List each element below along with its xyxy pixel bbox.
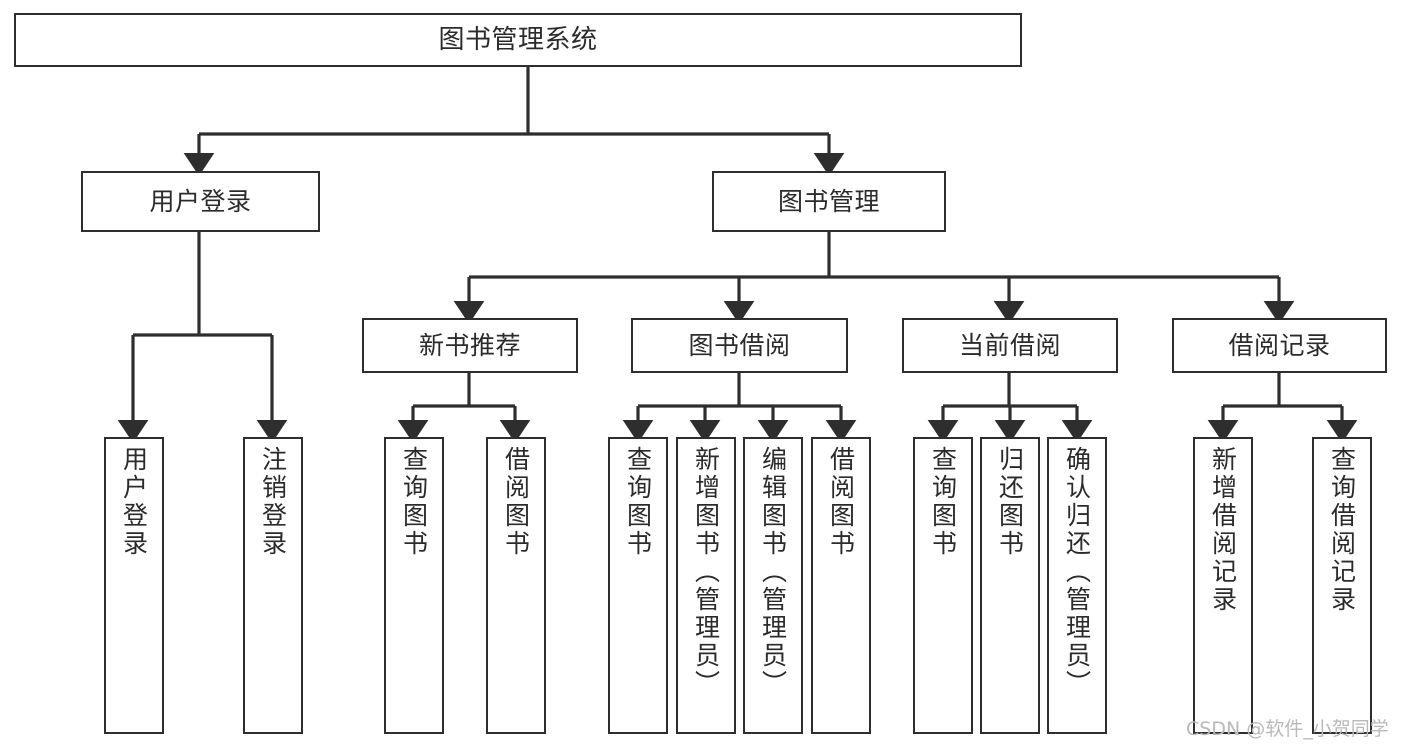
watermark-text: CSDN @软件_小贺同学 bbox=[1186, 718, 1389, 740]
node-label: 确认归还（管理员） bbox=[1062, 446, 1092, 698]
node-book-management[interactable]: 图书管理 bbox=[712, 171, 946, 232]
leaf-borrow-book-new-book-rec[interactable]: 借阅图书 bbox=[486, 437, 546, 734]
node-label: 图书管理 bbox=[777, 186, 880, 216]
node-label: 借阅记录 bbox=[1228, 330, 1331, 360]
leaf-query-book-borrowing[interactable]: 查询图书 bbox=[608, 437, 668, 734]
node-label: 借阅图书 bbox=[501, 446, 531, 558]
node-label: 查询图书 bbox=[399, 446, 429, 558]
leaf-edit-book-admin[interactable]: 编辑图书（管理员） bbox=[743, 437, 803, 734]
leaf-add-borrow-record[interactable]: 新增借阅记录 bbox=[1193, 437, 1253, 734]
leaf-return-book[interactable]: 归还图书 bbox=[980, 437, 1040, 734]
node-label: 查询借阅记录 bbox=[1327, 446, 1357, 614]
leaf-user-login[interactable]: 用户登录 bbox=[104, 437, 164, 734]
node-current-borrowing[interactable]: 当前借阅 bbox=[902, 318, 1118, 373]
node-root-book-management-system[interactable]: 图书管理系统 bbox=[14, 13, 1022, 67]
node-label: 归还图书 bbox=[995, 446, 1025, 558]
leaf-query-book-current[interactable]: 查询图书 bbox=[913, 437, 973, 734]
node-borrow-records[interactable]: 借阅记录 bbox=[1172, 318, 1387, 373]
node-label: 新增借阅记录 bbox=[1208, 446, 1238, 614]
node-label: 借阅图书 bbox=[826, 446, 856, 558]
leaf-borrow-book-borrowing[interactable]: 借阅图书 bbox=[811, 437, 871, 734]
node-new-book-recommendation[interactable]: 新书推荐 bbox=[362, 318, 578, 373]
node-label: 新增图书（管理员） bbox=[691, 446, 721, 698]
node-label: 图书管理系统 bbox=[438, 24, 598, 55]
leaf-query-book-new-book-rec[interactable]: 查询图书 bbox=[384, 437, 444, 734]
node-label: 图书借阅 bbox=[688, 330, 791, 360]
node-label: 编辑图书（管理员） bbox=[758, 446, 788, 698]
node-label: 查询图书 bbox=[623, 446, 653, 558]
node-label: 用户登录 bbox=[119, 446, 149, 558]
leaf-confirm-return-admin[interactable]: 确认归还（管理员） bbox=[1047, 437, 1107, 734]
leaf-query-borrow-record[interactable]: 查询借阅记录 bbox=[1312, 437, 1372, 734]
node-label: 注销登录 bbox=[258, 446, 288, 558]
node-user-login[interactable]: 用户登录 bbox=[81, 171, 320, 232]
node-label: 用户登录 bbox=[149, 186, 252, 216]
node-book-borrowing[interactable]: 图书借阅 bbox=[631, 318, 848, 373]
node-label: 当前借阅 bbox=[958, 330, 1061, 360]
leaf-logout[interactable]: 注销登录 bbox=[243, 437, 303, 734]
leaf-add-book-admin[interactable]: 新增图书（管理员） bbox=[676, 437, 736, 734]
node-label: 新书推荐 bbox=[418, 330, 521, 360]
node-label: 查询图书 bbox=[928, 446, 958, 558]
